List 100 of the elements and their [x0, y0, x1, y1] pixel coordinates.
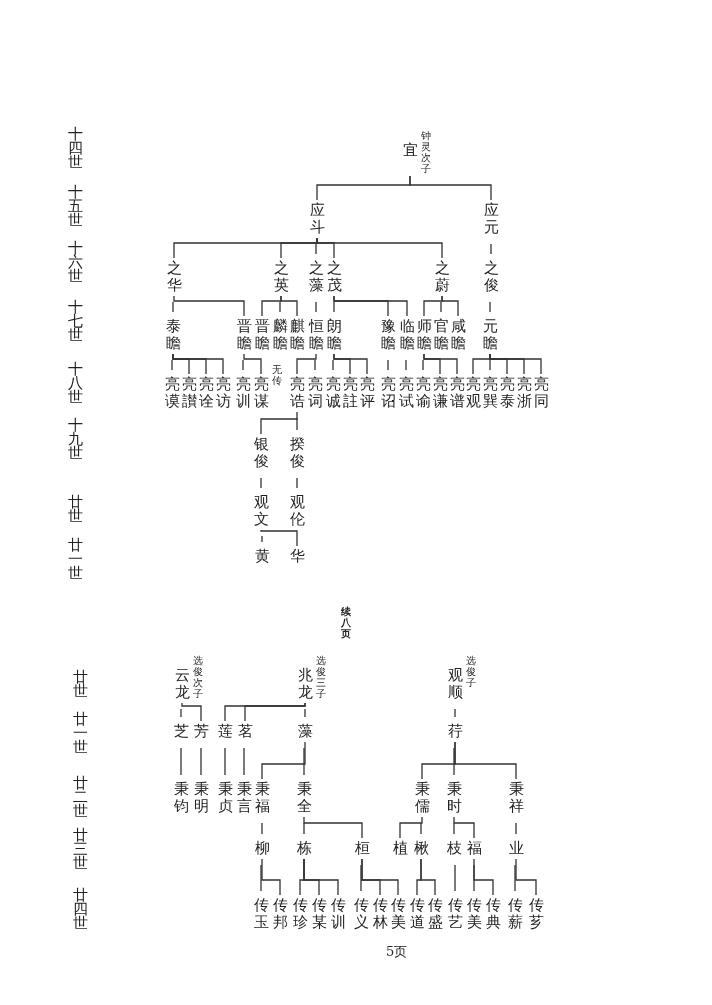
lineage-line: [303, 747, 305, 776]
lineage-line: [405, 359, 407, 371]
lineage-line: [243, 353, 262, 375]
lineage-line: [454, 864, 456, 892]
name-text: 麟瞻: [272, 318, 288, 352]
lineage-line: [243, 747, 245, 776]
lineage-line: [515, 858, 537, 896]
generation-label: 廿二世: [72, 776, 88, 818]
name-text: 银俊: [253, 436, 269, 470]
name-text: 朗瞻: [326, 318, 342, 352]
name-text: 秉钧: [173, 781, 189, 815]
name-text: 亮评: [359, 376, 375, 410]
lineage-line: [490, 243, 492, 255]
lineage-line: [261, 535, 263, 543]
name-text: 传美: [466, 897, 482, 931]
lineage-line: [441, 295, 459, 317]
generation-label: 十八世: [67, 362, 83, 404]
name-text: 楸: [413, 840, 429, 857]
name-text: 观伦: [289, 494, 305, 528]
name-text: 应元: [483, 202, 499, 236]
name-text: 传艺: [447, 897, 463, 931]
name-text: 亮试: [398, 376, 414, 410]
lineage-line: [261, 741, 306, 780]
name-text: 兆龙: [297, 667, 313, 701]
lineage-line: [316, 237, 443, 259]
generation-label: 十六世: [67, 241, 83, 283]
name-text: 云龙: [174, 667, 190, 701]
name-text: 亮训: [235, 376, 251, 410]
lineage-line: [261, 858, 281, 896]
generation-label: 廿三世: [72, 828, 88, 870]
name-text: 咸瞻: [450, 318, 466, 352]
lineage-line: [333, 301, 335, 313]
name-text: 亮诰: [289, 376, 305, 410]
lineage-line: [260, 864, 262, 892]
name-text: 秉贞: [217, 781, 233, 815]
lineage-line: [399, 816, 423, 839]
lineage-line: [360, 864, 362, 892]
lineage-line: [296, 417, 298, 431]
name-text: 传某: [311, 897, 327, 931]
name-text: 秉全: [296, 781, 312, 815]
lineage-line: [387, 359, 389, 371]
name-text: 传美: [390, 897, 406, 931]
name-text: 揆俊: [289, 436, 305, 470]
lineage-line: [315, 301, 317, 313]
generation-label: 十七世: [67, 300, 83, 342]
name-text: 亮巽: [482, 376, 498, 410]
lineage-line: [454, 708, 456, 718]
annotation-text: 选俊子: [465, 655, 476, 688]
name-text: 元瞻: [482, 318, 498, 352]
lineage-line: [173, 295, 245, 317]
lineage-line: [296, 477, 298, 489]
name-text: 传玉: [253, 897, 269, 931]
name-text: 师瞻: [416, 318, 432, 352]
name-text: 之蔚: [434, 260, 450, 294]
lineage-line: [409, 175, 492, 201]
lineage-line: [303, 822, 305, 835]
lineage-line: [453, 747, 455, 776]
name-text: 亮谦: [432, 376, 448, 410]
name-text: 桓: [354, 840, 370, 857]
generation-label: 廿一世: [72, 712, 88, 754]
name-text: 晋瞻: [236, 318, 252, 352]
name-text: 官瞻: [433, 318, 449, 352]
name-text: 传道: [409, 897, 425, 931]
lineage-line: [260, 411, 298, 435]
name-text: 茗: [237, 723, 253, 740]
name-text: 亮词: [307, 376, 323, 410]
lineage-line: [296, 353, 317, 375]
name-text: 栋: [296, 840, 312, 857]
name-text: 藻: [297, 723, 313, 740]
name-text: 黄: [254, 548, 270, 565]
name-text: 亮谕: [415, 376, 431, 410]
name-text: 观文: [253, 494, 269, 528]
name-text: 豫瞻: [380, 318, 396, 352]
lineage-line: [440, 301, 442, 313]
name-text: 恒瞻: [308, 318, 324, 352]
name-text: 亮谟: [164, 376, 180, 410]
lineage-line: [314, 359, 316, 371]
lineage-line: [332, 359, 334, 371]
lineage-line: [242, 359, 244, 371]
name-text: 之华: [166, 260, 182, 294]
name-text: 传邦: [272, 897, 288, 931]
lineage-line: [180, 708, 182, 718]
name-text: 华: [289, 548, 305, 565]
lineage-line: [361, 858, 399, 896]
lineage-line: [304, 708, 306, 718]
lineage-line: [453, 822, 455, 835]
name-text: 亮谱: [449, 376, 465, 410]
lineage-line: [280, 295, 298, 317]
generation-label: 廿一世: [67, 538, 83, 580]
generation-label: 廿世: [67, 495, 83, 523]
name-text: 麒瞻: [289, 318, 305, 352]
lineage-line: [171, 359, 173, 371]
name-text: 芝: [173, 723, 189, 740]
name-text: 亮访: [215, 376, 231, 410]
lineage-line: [333, 353, 368, 375]
annotation-text: 选俊三子: [315, 655, 326, 699]
name-text: 传义: [353, 897, 369, 931]
name-text: 临瞻: [399, 318, 415, 352]
name-text: 秉时: [446, 781, 462, 815]
lineage-line: [172, 301, 174, 313]
